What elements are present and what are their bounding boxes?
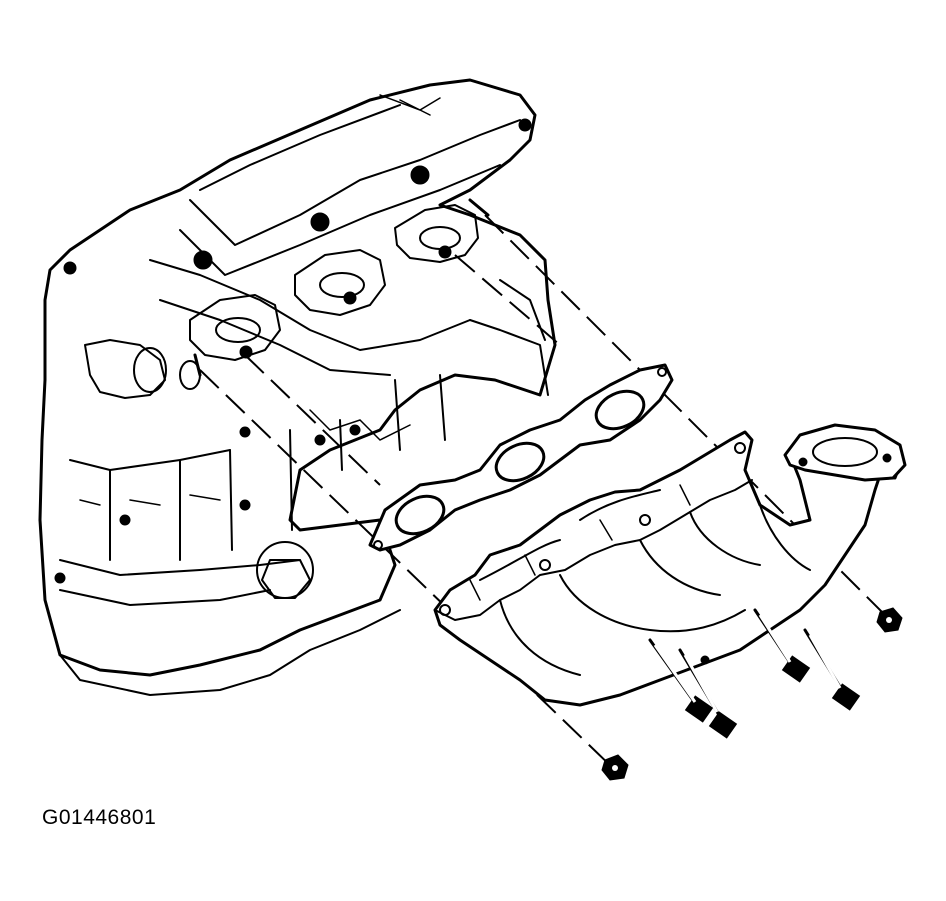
head-exhaust-port-3: [394, 204, 479, 263]
bolt-4: [803, 628, 861, 711]
head-exhaust-port-1: [189, 294, 281, 361]
manifold-nuts: [601, 607, 903, 781]
nut-upper: [876, 607, 903, 633]
coolant-outlet: [84, 339, 201, 399]
exhaust-manifold-gasket: [368, 363, 674, 552]
oil-pressure-sender: [256, 541, 314, 599]
bolt-1: [648, 638, 714, 723]
manifold-bolts: [648, 608, 861, 739]
head-exhaust-port-2: [294, 249, 386, 316]
manifold-outlet-flange: [783, 423, 907, 482]
engine-block: [38, 78, 557, 696]
figure-id-label: G01446801: [42, 806, 157, 829]
bolt-3: [753, 608, 811, 683]
exhaust-manifold: [433, 423, 907, 707]
nut-lower: [601, 754, 629, 781]
bolt-2: [678, 648, 738, 739]
